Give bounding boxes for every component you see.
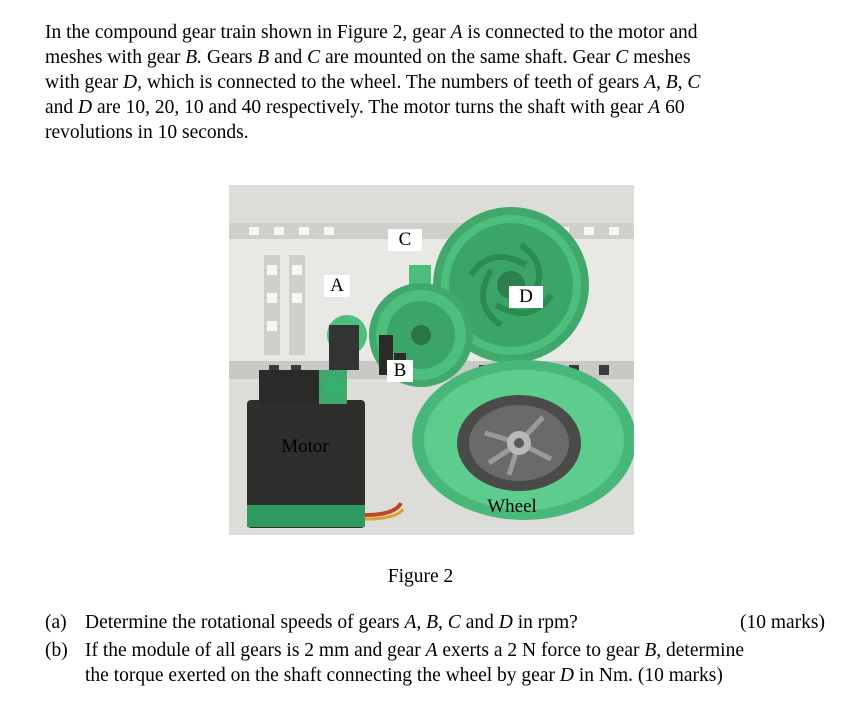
italic-symbol: A, B, C <box>644 72 701 93</box>
italic-symbol: A, B, C <box>404 612 461 633</box>
label-motor: Motor <box>281 436 329 457</box>
italic-symbol: D <box>559 665 574 686</box>
part-b: (b) If the module of all gears is 2 mm a… <box>45 638 825 688</box>
italic-symbol: A <box>450 22 463 43</box>
italic-symbol: D, <box>122 72 142 93</box>
italic-symbol: D <box>78 97 93 118</box>
question-line: In the compound gear train shown in Figu… <box>45 22 698 43</box>
part-b-tag: (b) <box>45 640 68 661</box>
italic-symbol: C <box>615 47 629 68</box>
italic-symbol: C <box>307 47 321 68</box>
label-gear-d: D <box>509 286 543 308</box>
italic-symbol: A <box>648 97 661 118</box>
question-line: and D are 10, 20, 10 and 40 respectively… <box>45 97 685 118</box>
figure-gear-train-photo: C A D B Motor Wheel <box>229 185 634 535</box>
question-line: meshes with gear B. Gears B and C are mo… <box>45 47 691 68</box>
label-gear-a: A <box>324 275 350 297</box>
part-b-line: the torque exerted on the shaft connecti… <box>85 665 723 686</box>
part-b-text: If the module of all gears is 2 mm and g… <box>85 638 744 688</box>
question-line: with gear D, which is connected to the w… <box>45 72 701 93</box>
italic-symbol: B. <box>185 47 203 68</box>
italic-symbol: B, <box>644 640 662 661</box>
part-a: (a) Determine the rotational speeds of g… <box>45 610 825 635</box>
part-b-line: If the module of all gears is 2 mm and g… <box>85 640 744 661</box>
label-gear-b: B <box>387 360 413 382</box>
italic-symbol: B <box>257 47 270 68</box>
italic-symbol: D <box>498 612 513 633</box>
label-gear-c: C <box>388 229 422 251</box>
question-line: revolutions in 10 seconds. <box>45 122 249 143</box>
part-a-tag: (a) <box>45 612 67 633</box>
part-a-text: Determine the rotational speeds of gears… <box>85 610 578 635</box>
question-text: In the compound gear train shown in Figu… <box>45 20 835 145</box>
label-wheel: Wheel <box>487 496 537 517</box>
part-a-marks: (10 marks) <box>739 612 825 633</box>
figure-caption: Figure 2 <box>387 566 454 587</box>
italic-symbol: A <box>425 640 438 661</box>
gear-train-illustration <box>229 185 634 535</box>
part-a-line: Determine the rotational speeds of gears… <box>85 612 578 633</box>
